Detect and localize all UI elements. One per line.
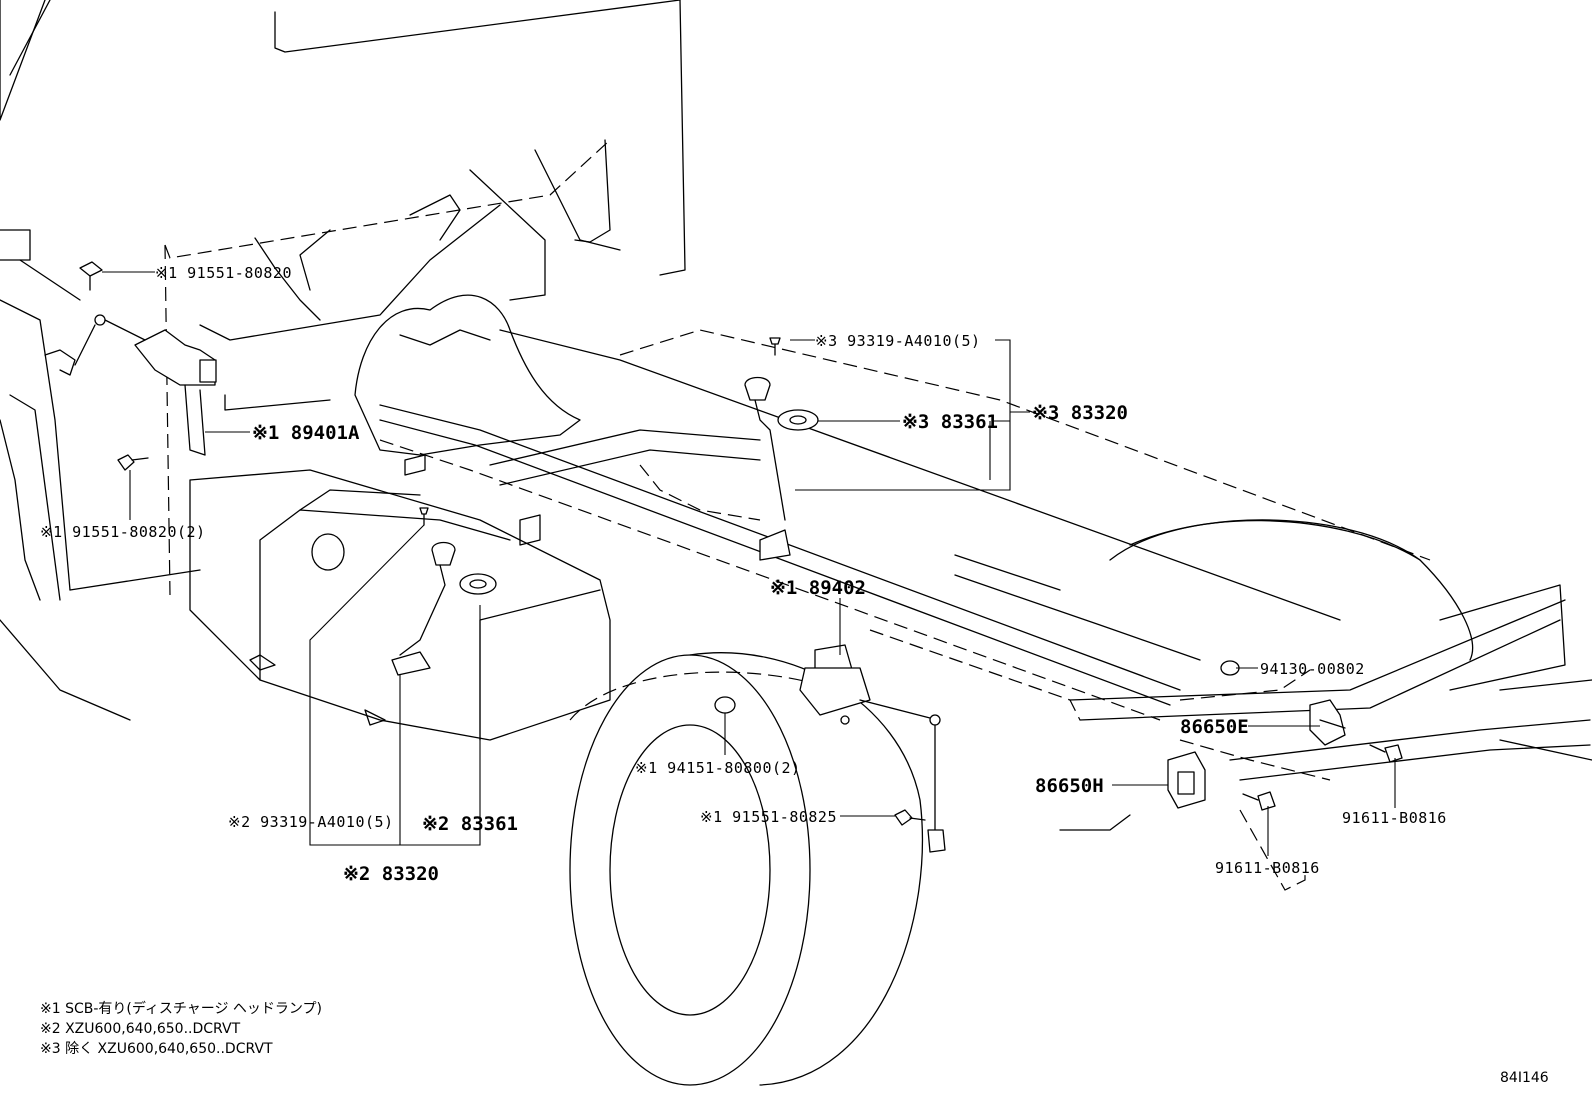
crossmembers xyxy=(404,454,1592,891)
label-94130-00802: 94130-00802 xyxy=(1260,660,1365,678)
label-93319-a4010-2: ※2 93319-A4010(5) xyxy=(228,813,394,831)
label-91551-80820-top: ※1 91551-80820 xyxy=(155,264,292,282)
legend-note-3: ※3 除く XZU600,640,650..DCRVT xyxy=(40,1041,273,1057)
cab-outline xyxy=(0,0,201,721)
bolt-91611-b0816-right xyxy=(1369,744,1403,763)
fuel-tank xyxy=(189,469,611,741)
figure-id: 84I146 xyxy=(1500,1070,1549,1086)
rear-wheel xyxy=(1109,519,1474,661)
label-91551-80825: ※1 91551-80825 xyxy=(700,808,837,826)
bolt-91551-80825 xyxy=(894,809,926,826)
nut-94151-80800 xyxy=(714,696,736,714)
leader-lines xyxy=(102,271,1396,856)
label-93319-a4010-3: ※3 93319-A4010(5) xyxy=(815,332,981,350)
label-91611-b0816-bottom: 91611-B0816 xyxy=(1215,859,1320,877)
label-83320-3: ※3 83320 xyxy=(1032,402,1128,424)
label-83320-2: ※2 83320 xyxy=(343,863,439,885)
label-94151-80800: ※1 94151-80800(2) xyxy=(635,759,801,777)
engine-outline xyxy=(354,294,581,456)
height-sensor-89402 xyxy=(799,644,946,853)
legend-note-1: ※1 SCB-有り(ディスチャージ ヘッドランプ) xyxy=(40,1000,322,1017)
fuel-sender-83320-3 xyxy=(744,337,819,561)
label-91611-b0816-right: 91611-B0816 xyxy=(1342,809,1447,827)
bolt-91611-b0816-bottom xyxy=(1242,791,1276,811)
label-83361-3: ※3 83361 xyxy=(902,411,998,433)
frame-rails xyxy=(379,329,1591,781)
bolt-91551-80820 xyxy=(79,261,103,291)
cab-body xyxy=(164,0,686,596)
height-sensor-89401a xyxy=(44,314,217,456)
part-labels: ※1 91551-80820 ※1 89401A ※1 91551-80820(… xyxy=(40,264,1447,885)
label-89402: ※1 89402 xyxy=(770,577,866,599)
fuel-sender-83320-2 xyxy=(391,507,497,676)
front-wheel xyxy=(569,652,924,1086)
sensor-86650e xyxy=(1309,699,1346,746)
legend-note-2: ※2 XZU600,640,650..DCRVT xyxy=(40,1021,241,1037)
label-83361-2: ※2 83361 xyxy=(422,813,518,835)
legend: ※1 SCB-有り(ディスチャージ ヘッドランプ) ※2 XZU600,640,… xyxy=(40,1000,322,1057)
label-86650h: 86650H xyxy=(1035,775,1104,797)
bolt-91551-80820-2 xyxy=(117,454,149,471)
label-89401a: ※1 89401A xyxy=(252,422,360,444)
label-91551-80820-2: ※1 91551-80820(2) xyxy=(40,523,206,541)
sensor-86650h xyxy=(1167,751,1206,809)
label-86650e: 86650E xyxy=(1180,716,1249,738)
